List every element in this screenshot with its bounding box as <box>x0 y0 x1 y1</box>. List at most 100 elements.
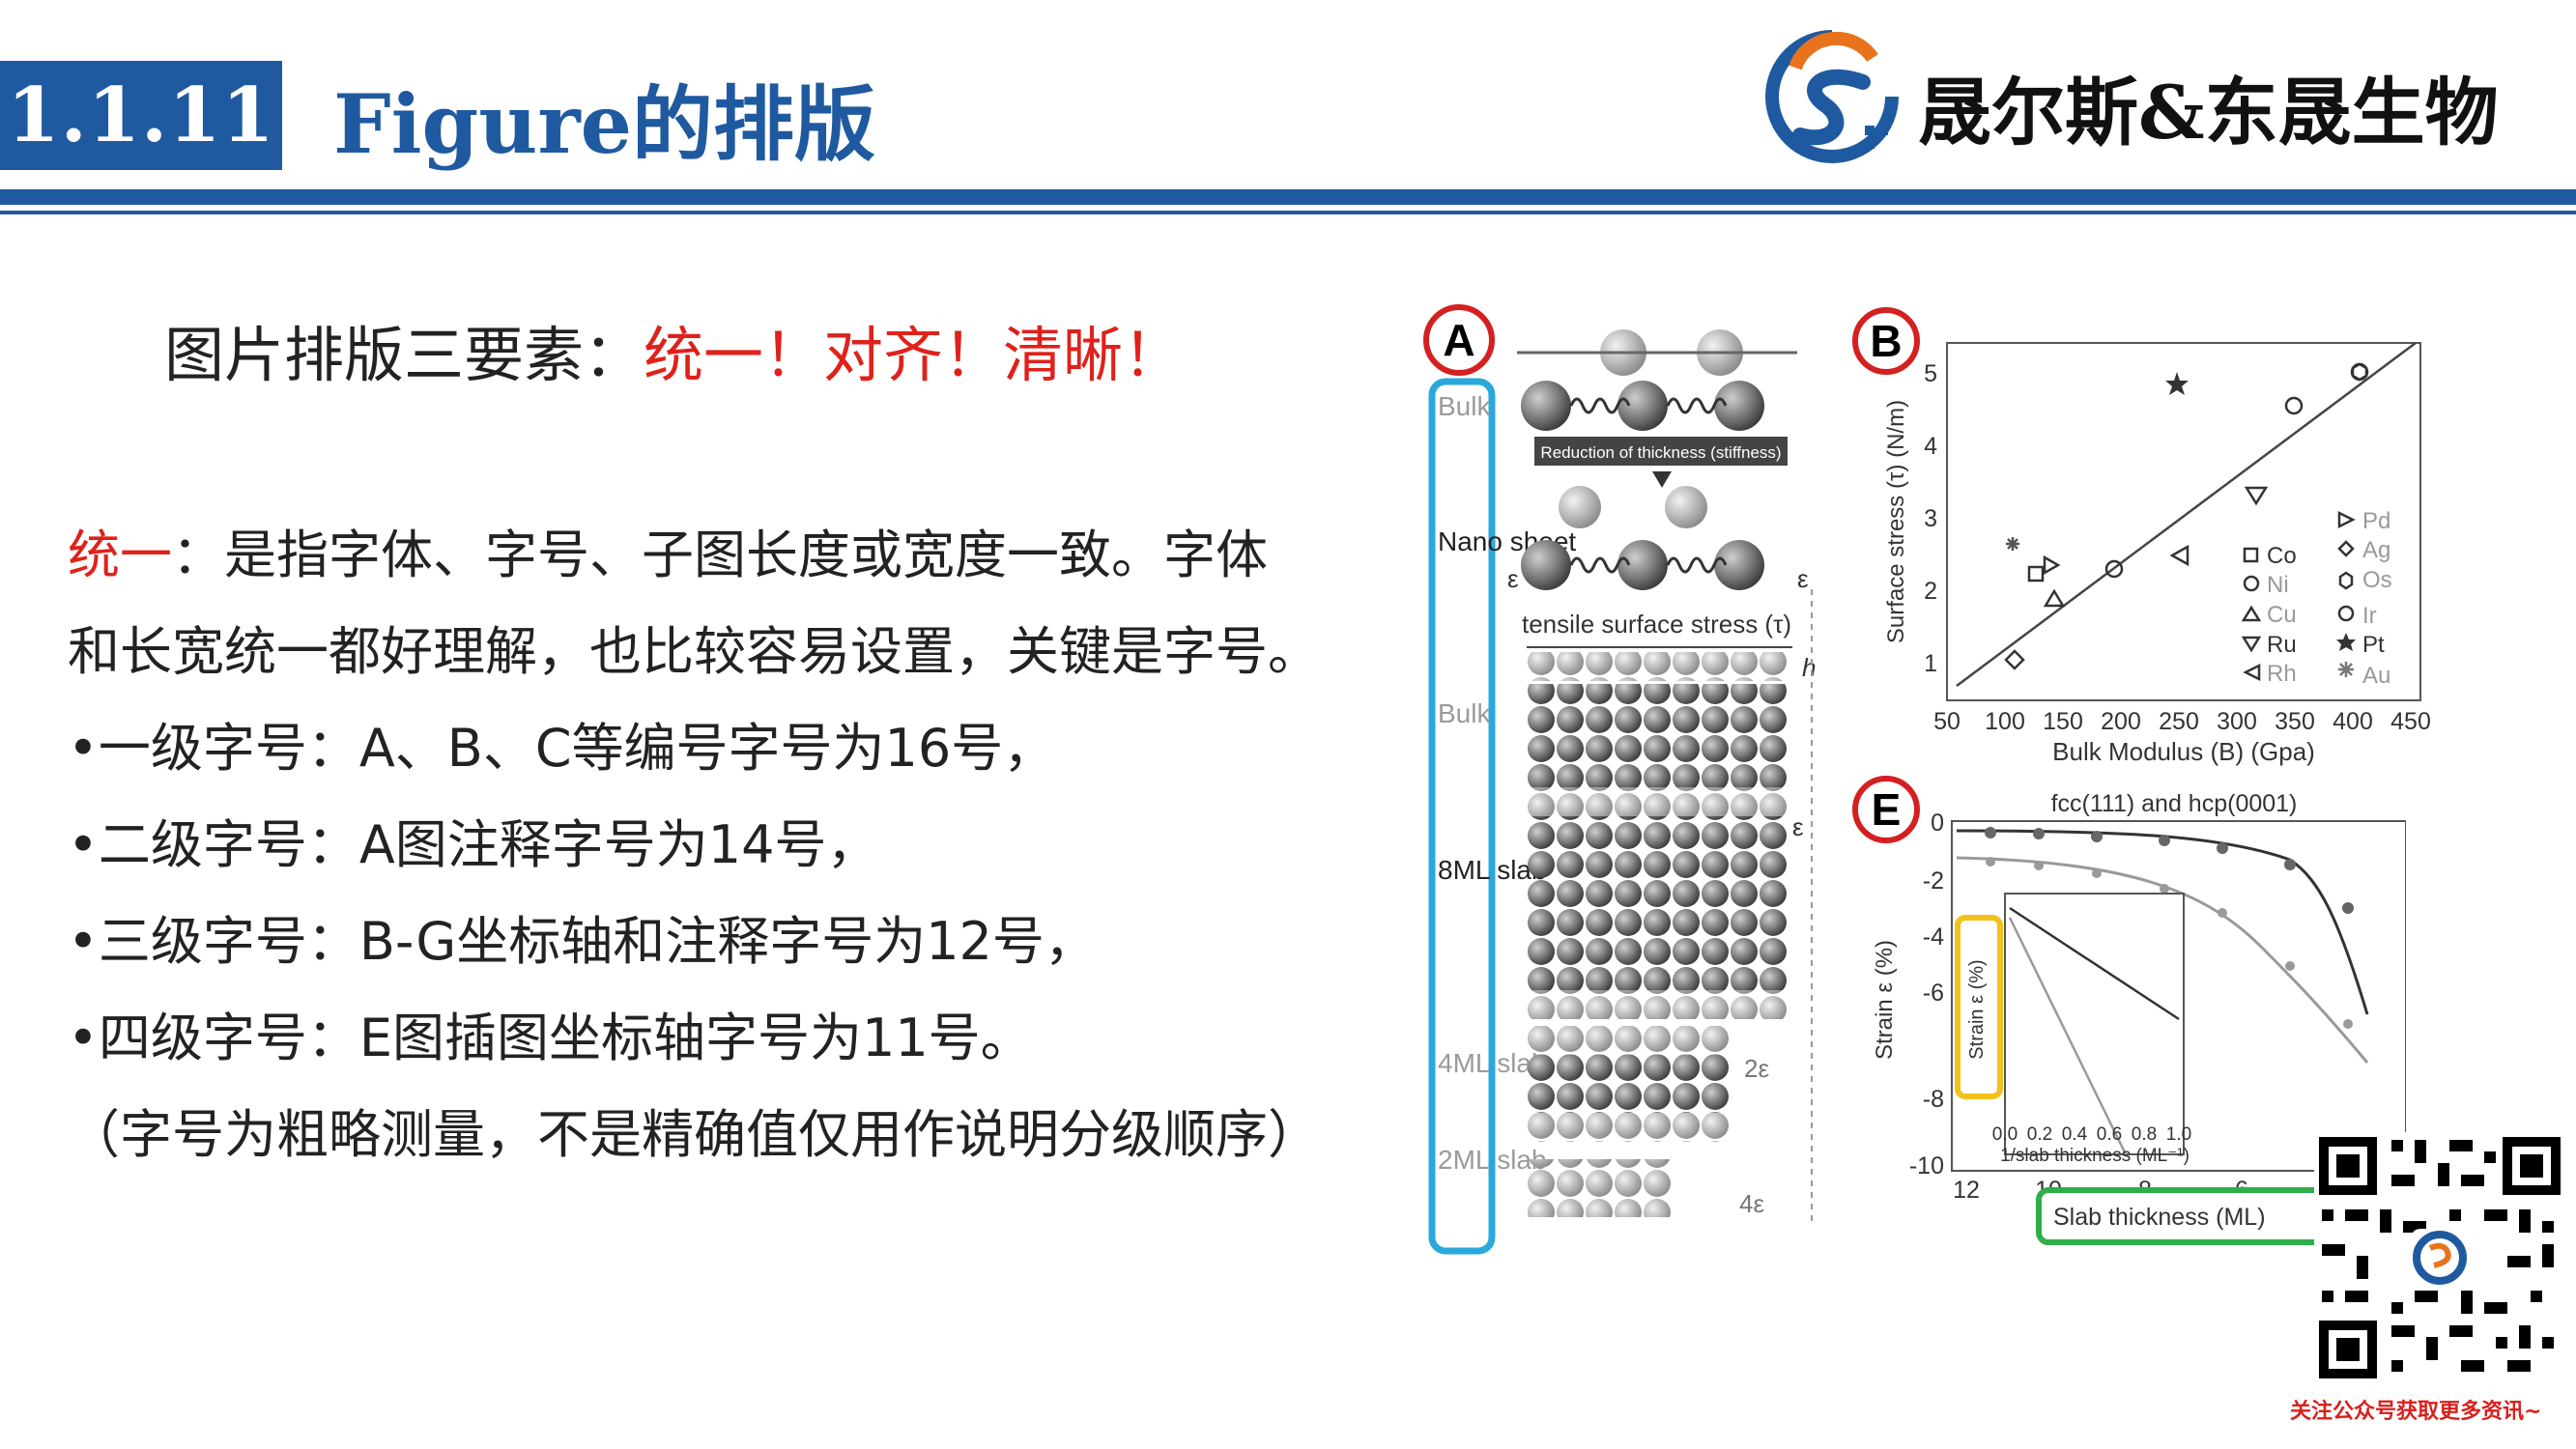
svg-text:0.2: 0.2 <box>2027 1124 2052 1145</box>
svg-text:1.0: 1.0 <box>2166 1124 2191 1145</box>
bullet-2: •二级字号：A图注释字号为14号， <box>68 814 879 875</box>
slab8-bottom <box>1527 990 1788 1019</box>
svg-text:Ir: Ir <box>2362 603 2377 629</box>
svg-text:2: 2 <box>1924 578 1937 605</box>
svg-text:100: 100 <box>1985 708 2025 735</box>
svg-text:50: 50 <box>1933 708 1961 735</box>
panel-e-yticks: 0 -2 -4 -6 -8 -10 <box>1909 810 1944 1179</box>
slab8-eps: ε <box>1792 812 1804 841</box>
svg-text:Ni: Ni <box>2267 572 2289 598</box>
reduction-banner-text: Reduction of thickness (stiffness) <box>1540 443 1781 462</box>
surface-layer-top <box>1527 652 1788 681</box>
eps-left: ε <box>1507 564 1519 593</box>
svg-text:150: 150 <box>2043 708 2083 735</box>
intro-line: 图片排版三要素：统一！对齐！清晰！ <box>164 307 1183 404</box>
svg-text:-8: -8 <box>1923 1086 1944 1113</box>
panel-b-markers <box>2004 362 2369 670</box>
panel-b-legend: Co Ni Cu Ru Rh Pd Ag Os Ir Pt Au <box>2241 508 2392 689</box>
svg-text:Rh: Rh <box>2267 661 2297 687</box>
brand-name: 晟尔斯&东晟生物 <box>1918 70 2499 156</box>
panel-e-markers <box>1985 827 2354 1029</box>
panel-b-letter: B <box>1870 316 1902 366</box>
panel-a-letter-badge <box>1423 304 1495 376</box>
svg-text:-4: -4 <box>1923 923 1944 951</box>
company-logo-icon <box>1765 30 1899 163</box>
panel-e-inset-xlabel: 1/slab thickness (ML⁻¹) <box>2000 1146 2190 1166</box>
height-label: h <box>1802 653 1816 682</box>
label-bulk-mid: Bulk <box>1438 698 1491 728</box>
bullet-3: •三级字号：B-G坐标轴和注释字号为12号， <box>68 911 1097 972</box>
svg-text:400: 400 <box>2333 708 2373 735</box>
bullet-1: •一级字号：A、B、C等编号字号为16号， <box>68 718 1056 779</box>
slab4-bottom <box>1527 1113 1730 1142</box>
svg-text:0.6: 0.6 <box>2097 1124 2122 1145</box>
panel-a: A Bulk Nano sheet Bulk 8ML slab 4ML slab… <box>1423 304 1816 1255</box>
svg-text:12: 12 <box>1953 1177 1980 1204</box>
svg-text:450: 450 <box>2390 708 2431 735</box>
panel-e-inset-ylabel: Strain ε (%) <box>1966 959 1988 1059</box>
panel-b-xlabel: Bulk Modulus (B) (Gpa) <box>2052 737 2315 766</box>
panel-b-fit-line <box>1956 341 2417 688</box>
panel-e-letter-badge <box>1852 776 1920 843</box>
panel-a-label-frame <box>1428 378 1496 1255</box>
qr-code-icon[interactable] <box>2314 1132 2565 1383</box>
slab4-top <box>1527 1026 1730 1055</box>
svg-text:200: 200 <box>2101 708 2141 735</box>
header-rule-thin <box>0 211 2576 214</box>
slab8-core <box>1527 816 1788 990</box>
svg-text:Ag: Ag <box>2362 537 2390 563</box>
reduction-banner <box>1534 437 1788 466</box>
panel-b-yticks: 1 2 3 4 5 <box>1924 360 1937 677</box>
svg-text:1: 1 <box>1924 650 1937 677</box>
header-rule <box>0 189 2576 205</box>
svg-text:Os: Os <box>2362 567 2392 593</box>
svg-text:-6: -6 <box>1923 980 1944 1007</box>
panel-e-inset <box>2004 893 2185 1155</box>
svg-text:Pd: Pd <box>2362 508 2390 534</box>
slab2-eps: 4ε <box>1739 1189 1764 1218</box>
slab2 <box>1527 1159 1672 1217</box>
intro-lead: 图片排版三要素： <box>164 320 644 390</box>
svg-text:300: 300 <box>2217 708 2257 735</box>
tensile-stress-label: tensile surface stress (τ) <box>1522 610 1791 639</box>
svg-text:0.4: 0.4 <box>2062 1124 2088 1145</box>
svg-text:250: 250 <box>2159 708 2199 735</box>
svg-text:-2: -2 <box>1923 867 1944 895</box>
body-line-1-rest: ：是指字体、字号、子图长度或宽度一致。字体 <box>172 525 1268 585</box>
panel-b-xticks: 50 100 150 200 250 300 350 400 450 <box>1933 708 2431 735</box>
svg-text:Cu: Cu <box>2267 602 2297 628</box>
svg-text:-10: -10 <box>1909 1152 1944 1179</box>
panel-e-letter: E <box>1872 784 1902 835</box>
svg-text:Pt: Pt <box>2362 632 2385 658</box>
svg-text:0.0: 0.0 <box>1992 1124 2018 1145</box>
panel-a-letter: A <box>1443 315 1474 365</box>
svg-text:Ru: Ru <box>2267 632 2297 658</box>
body-note: （字号为粗略测量，不是精确值仅用作说明分级顺序） <box>68 1104 1320 1165</box>
panel-b-letter-badge <box>1852 307 1920 375</box>
panel-e-curve-1 <box>1956 829 2369 1015</box>
svg-text:3: 3 <box>1924 505 1937 532</box>
panel-e-curve-2 <box>1956 856 2369 1064</box>
bullet-4: •四级字号：E图插图坐标轴字号为11号。 <box>68 1008 1033 1068</box>
qr-caption: 关注公众号获取更多资讯~ <box>2290 1400 2542 1424</box>
svg-text:5: 5 <box>1924 360 1937 387</box>
svg-text:0.8: 0.8 <box>2132 1124 2157 1145</box>
section-title: Figure的排版 <box>333 76 876 172</box>
slab8-top <box>1527 787 1788 816</box>
inset-axis-highlight <box>1955 915 2003 1099</box>
svg-text:Au: Au <box>2362 663 2390 689</box>
panel-e-plot-frame <box>1951 820 2406 1172</box>
intro-emphasis: 统一！对齐！清晰！ <box>644 320 1184 390</box>
section-number: 1.1.11 <box>0 61 282 170</box>
panel-e: E fcc(111) and hcp(0001) 0 -2 -4 -6 -8 -… <box>1852 776 2406 1245</box>
slab4-core <box>1527 1055 1730 1113</box>
svg-text:350: 350 <box>2275 708 2315 735</box>
body-line-2: 和长宽统一都好理解，也比较容易设置，关键是字号。 <box>68 621 1320 682</box>
label-bulk-top: Bulk <box>1438 391 1491 421</box>
bulk-stack <box>1527 684 1788 790</box>
slab4-eps: 2ε <box>1744 1054 1769 1083</box>
panel-e-ylabel: Strain ε (%) <box>1872 940 1898 1060</box>
body-term: 统一 <box>68 525 172 585</box>
eps-right: ε <box>1797 564 1809 593</box>
svg-text:Co: Co <box>2267 543 2297 569</box>
